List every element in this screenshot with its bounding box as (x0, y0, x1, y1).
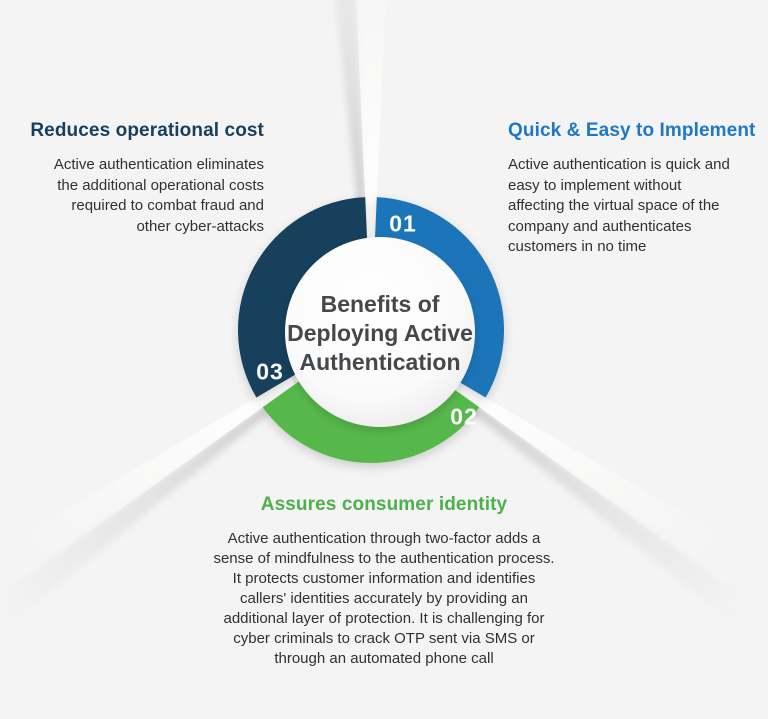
segment-03-arc (237, 197, 368, 398)
benefit-assures-consumer-identity-title: Assures consumer identity (260, 494, 508, 515)
ray-top-wedge (356, 0, 386, 237)
benefit-assures-consumer-identity-body: Active authentication through two-factor… (213, 530, 555, 667)
ray-bottom-left-wedge (0, 377, 296, 604)
benefit-quick-easy-to-implement: Quick & Easy to Implement Active authent… (508, 120, 764, 258)
center-circle (285, 237, 475, 427)
benefit-assures-consumer-identity: Assures consumer identity Active authent… (134, 494, 634, 669)
segment-01-number: 01 (389, 210, 417, 237)
center-title: Benefits of Deploying Active Authenticat… (287, 291, 473, 375)
segment-02-number: 02 (450, 403, 478, 430)
ray-bottom-right (443, 377, 768, 629)
benefit-reduces-operational-cost: Reduces operational cost Active authenti… (4, 120, 264, 237)
benefit-quick-easy-to-implement-title: Quick & Easy to Implement (508, 120, 756, 141)
ray-bottom-right-shadow (443, 383, 755, 629)
segment-03-number: 03 (256, 358, 284, 385)
benefit-quick-easy-to-implement-body: Active authentication is quick and easy … (508, 156, 730, 255)
ray-bottom-right-wedge (446, 377, 768, 604)
ray-bottom-left-shadow (0, 383, 299, 629)
ray-bottom-left (0, 377, 299, 629)
benefit-reduces-operational-cost-body: Active authentication eliminates the add… (53, 156, 264, 235)
ray-top (335, 0, 386, 237)
benefit-reduces-operational-cost-title: Reduces operational cost (30, 120, 264, 141)
